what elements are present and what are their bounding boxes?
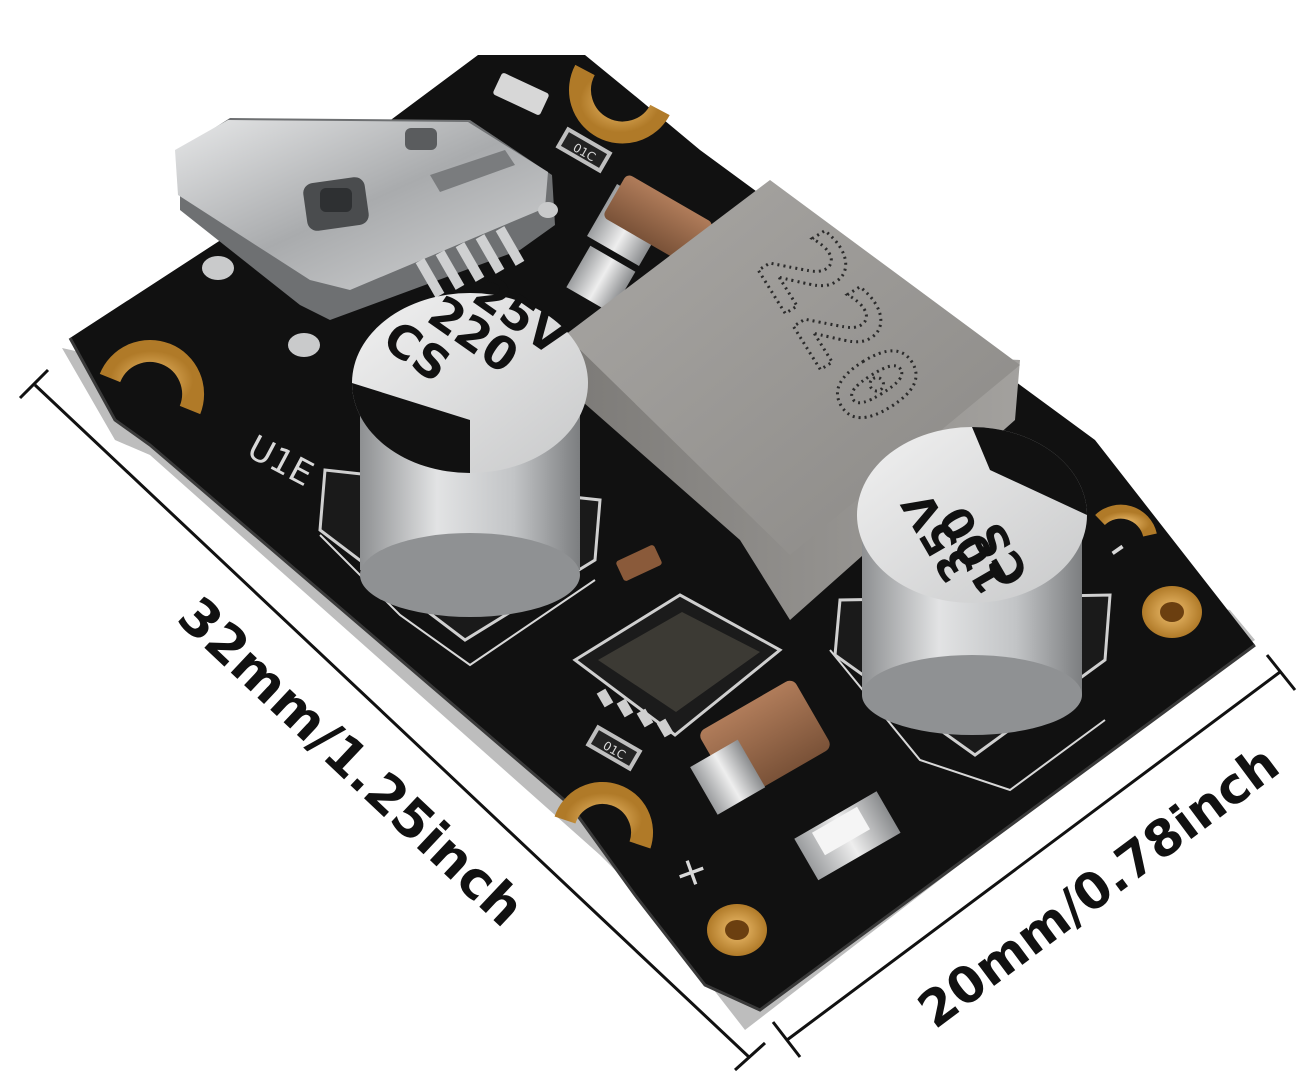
output-plus-pad — [707, 904, 767, 956]
output-capacitor: CS 100 35V — [833, 427, 1112, 757]
controller-ic — [572, 593, 783, 738]
power-inductor: 220 — [565, 180, 1020, 620]
mount-pad-left — [99, 339, 205, 415]
bottom-resistor: 01C — [585, 724, 643, 772]
usb-c-connector — [175, 118, 558, 357]
bottom-led — [794, 791, 901, 881]
right-notch-pad — [1095, 504, 1157, 538]
top-led — [493, 73, 549, 115]
output-minus-pad — [1142, 586, 1202, 638]
usb-pins — [415, 226, 525, 298]
top-resistor: 01C — [555, 126, 613, 174]
bottom-mlcc-capacitor — [690, 680, 830, 815]
input-capacitor: CS 220 25V — [318, 265, 602, 642]
mounting-pads — [99, 64, 1202, 956]
middle-resistor — [616, 545, 662, 581]
mount-pad-top — [569, 64, 670, 144]
mount-pad-bottom — [554, 782, 653, 849]
